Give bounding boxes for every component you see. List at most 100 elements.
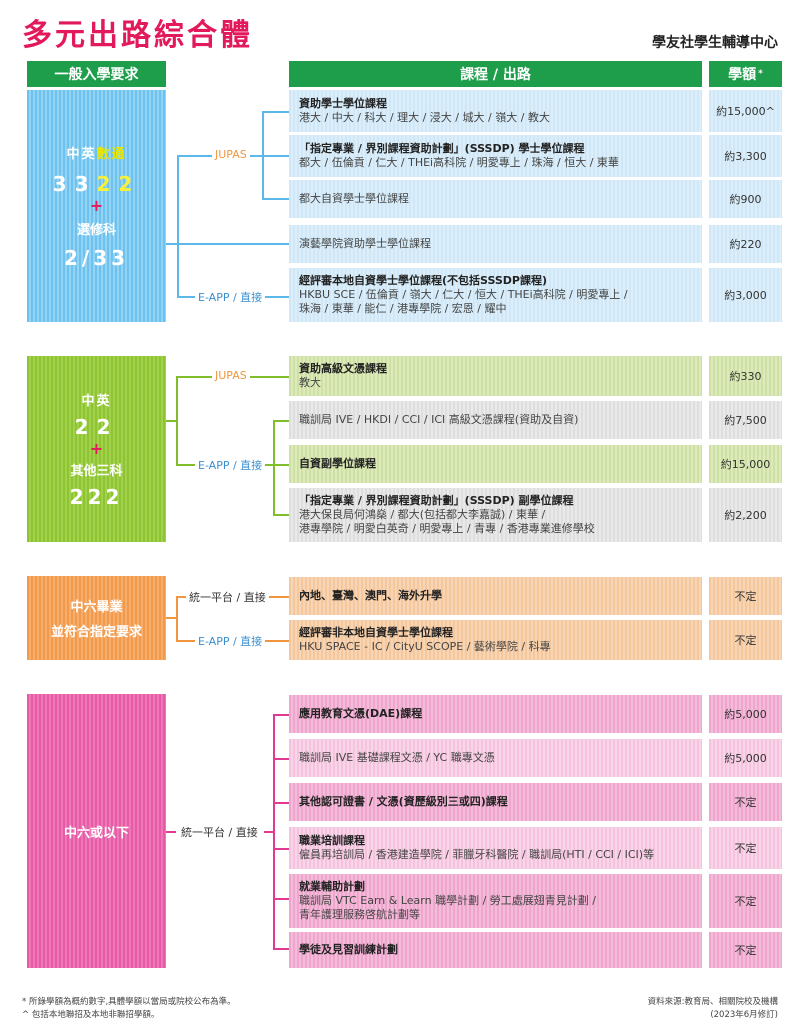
fee-cell: 不定 bbox=[709, 874, 782, 928]
course-name: 演藝學院資助學士學位課程 bbox=[299, 237, 431, 250]
course-row: 就業輔助計劃職訓局 VTC Earn & Learn 職學計劃 / 勞工處展翅青… bbox=[289, 874, 702, 928]
route-platform-label: 統一平台 / 直接 bbox=[186, 589, 269, 605]
connector-line bbox=[176, 596, 178, 641]
course-row: 資助學士學位課程港大 / 中大 / 科大 / 理大 / 浸大 / 城大 / 嶺大… bbox=[289, 90, 702, 132]
header-fee-mark: * bbox=[758, 69, 763, 79]
header-fee-label: 學額 bbox=[728, 67, 757, 83]
header-entry: 一般入學要求 bbox=[27, 61, 166, 87]
course-title: 其他認可證書 / 文憑(資歷級別三或四)課程 bbox=[299, 795, 508, 808]
fee-cell: 不定 bbox=[709, 577, 782, 615]
route-jupas-label: JUPAS bbox=[212, 369, 250, 382]
fee-cell: 約5,000 bbox=[709, 695, 782, 733]
course-row: 職訓局 IVE / HKDI / CCI / ICI 高級文憑課程(資助及自資) bbox=[289, 401, 702, 439]
connector-line bbox=[176, 376, 178, 466]
fee-cell: 約3,000 bbox=[709, 268, 782, 322]
entry-box-22: 中英 22 + 其他三科 222 bbox=[27, 356, 166, 542]
course-institutions: 都大 / 伍倫貢 / 仁大 / THEi高科院 / 明愛專上 / 珠海 / 恒大… bbox=[299, 156, 619, 169]
course-institutions: 教大 bbox=[299, 376, 321, 389]
req-subjects: 中英 bbox=[81, 393, 112, 409]
course-row: 其他認可證書 / 文憑(資歷級別三或四)課程 bbox=[289, 783, 702, 821]
fee-cell: 不定 bbox=[709, 932, 782, 968]
course-row: 演藝學院資助學士學位課程 bbox=[289, 225, 702, 263]
course-row: 資助高級文憑課程教大 bbox=[289, 356, 702, 396]
connector-line bbox=[177, 155, 179, 297]
connector-line bbox=[262, 155, 289, 157]
connector-line bbox=[273, 714, 275, 949]
req-other: 其他三科 bbox=[70, 463, 123, 479]
course-title: 學徒及見習訓練計劃 bbox=[299, 943, 398, 956]
entry-box-s6: 中六畢業 並符合指定要求 bbox=[27, 576, 166, 660]
connector-line bbox=[273, 802, 289, 804]
fee-cell: 約900 bbox=[709, 180, 782, 218]
footnote-jupas: ^ 包括本地聯招及本地非聯招學額。 bbox=[22, 1010, 160, 1020]
route-eapp-label: E-APP / 直接 bbox=[195, 289, 266, 305]
req-elective-grades: 2/33 bbox=[63, 245, 130, 270]
header-courses: 課程 / 出路 bbox=[289, 61, 702, 87]
course-institutions: 僱員再培訓局 / 香港建造學院 / 菲臘牙科醫院 / 職訓局(HTI / CCI… bbox=[299, 848, 655, 861]
course-title: 資助學士學位課程 bbox=[299, 97, 387, 110]
course-row: 「指定專業 / 界別課程資助計劃」(SSSDP) 副學位課程港大保良局何鴻燊 /… bbox=[289, 488, 702, 542]
fee-cell: 約15,000 bbox=[709, 445, 782, 483]
plus-icon: + bbox=[89, 195, 104, 215]
course-title: 自資副學位課程 bbox=[299, 457, 376, 470]
organization-name: 學友社學生輔導中心 bbox=[652, 35, 778, 51]
req-subjects: 中英數通 bbox=[66, 146, 127, 162]
connector-line bbox=[273, 420, 289, 422]
course-row: 都大自資學士學位課程 bbox=[289, 180, 702, 218]
course-institutions: HKBU SCE / 伍倫貢 / 嶺大 / 仁大 / 恒大 / THEi高科院 … bbox=[299, 288, 628, 301]
course-institutions-cont: 青年護理服務啓航計劃等 bbox=[299, 908, 420, 921]
fee-cell: 不定 bbox=[709, 620, 782, 660]
course-title: 內地、臺灣、澳門、海外升學 bbox=[299, 589, 442, 602]
fee-cell: 約2,200 bbox=[709, 488, 782, 542]
course-title: 資助高級文憑課程 bbox=[299, 362, 387, 375]
source-note: 資料來源:教育局、相關院校及機構 (2023年6月修訂) bbox=[648, 996, 778, 1022]
course-row: 學徒及見習訓練計劃 bbox=[289, 932, 702, 968]
course-row: 經評審本地自資學士學位課程(不包括SSSDP課程)HKBU SCE / 伍倫貢 … bbox=[289, 268, 702, 322]
connector-line bbox=[166, 243, 289, 245]
course-institutions: HKU SPACE - IC / CityU SCOPE / 藝術學院 / 科專 bbox=[299, 640, 551, 653]
fee-cell: 約15,000^ bbox=[709, 90, 782, 132]
course-row: 「指定專業 / 界別課程資助計劃」(SSSDP) 學士學位課程都大 / 伍倫貢 … bbox=[289, 135, 702, 177]
course-institutions-cont: 珠海 / 東華 / 能仁 / 港專學院 / 宏恩 / 耀中 bbox=[299, 302, 507, 315]
fee-cell: 不定 bbox=[709, 827, 782, 869]
course-title: 「指定專業 / 界別課程資助計劃」(SSSDP) 學士學位課程 bbox=[299, 142, 585, 155]
entry-box-3322: 中英數通 3322 + 選修科 2/33 bbox=[27, 90, 166, 322]
course-title: 經評審本地自資學士學位課程(不包括SSSDP課程) bbox=[299, 274, 548, 287]
fee-cell: 約220 bbox=[709, 225, 782, 263]
course-title: 職業培訓課程 bbox=[299, 834, 365, 847]
req-other-grades: 222 bbox=[69, 484, 124, 509]
route-eapp-label: E-APP / 直接 bbox=[195, 457, 266, 473]
fee-cell: 約5,000 bbox=[709, 739, 782, 777]
course-institutions-cont: 港專學院 / 明愛白英奇 / 明愛專上 / 青專 / 香港專業進修學校 bbox=[299, 522, 595, 535]
fee-cell: 約3,300 bbox=[709, 135, 782, 177]
course-row: 職訓局 IVE 基礎課程文憑 / YC 職專文憑 bbox=[289, 739, 702, 777]
revision-date: (2023年6月修訂) bbox=[710, 1010, 778, 1020]
page-title: 多元出路綜合體 bbox=[22, 18, 253, 53]
connector-line bbox=[166, 420, 176, 422]
course-title: 就業輔助計劃 bbox=[299, 880, 365, 893]
header-fee: 學額* bbox=[709, 61, 782, 87]
footnote-quota: * 所錄學額為概約數字,具體學額以當局或院校公布為準。 bbox=[22, 997, 236, 1007]
connector-line bbox=[273, 948, 289, 950]
course-institutions: 職訓局 VTC Earn & Learn 職學計劃 / 勞工處展翅青見計劃 / bbox=[299, 894, 596, 907]
connector-line bbox=[273, 714, 289, 716]
course-name: 職訓局 IVE 基礎課程文憑 / YC 職專文憑 bbox=[299, 751, 495, 764]
req-s6-below: 中六或以下 bbox=[63, 825, 129, 841]
course-row: 內地、臺灣、澳門、海外升學 bbox=[289, 577, 702, 615]
route-eapp-label: E-APP / 直接 bbox=[195, 633, 266, 649]
req-s6-grad: 中六畢業 bbox=[70, 600, 123, 615]
source-text: 資料來源:教育局、相關院校及機構 bbox=[647, 997, 778, 1007]
course-name: 都大自資學士學位課程 bbox=[299, 192, 409, 205]
connector-line bbox=[273, 758, 289, 760]
entry-box-s6-below: 中六或以下 bbox=[27, 694, 166, 968]
req-grades: 3322 bbox=[52, 171, 141, 196]
connector-line bbox=[262, 111, 289, 113]
req-specified: 並符合指定要求 bbox=[50, 625, 142, 640]
fee-cell: 約7,500 bbox=[709, 401, 782, 439]
req-electives: 選修科 bbox=[76, 222, 116, 238]
course-institutions: 港大保良局何鴻燊 / 都大(包括都大李嘉誠) / 東華 / bbox=[299, 508, 546, 521]
connector-line bbox=[273, 898, 289, 900]
course-row: 自資副學位課程 bbox=[289, 445, 702, 483]
fee-cell: 約330 bbox=[709, 356, 782, 396]
